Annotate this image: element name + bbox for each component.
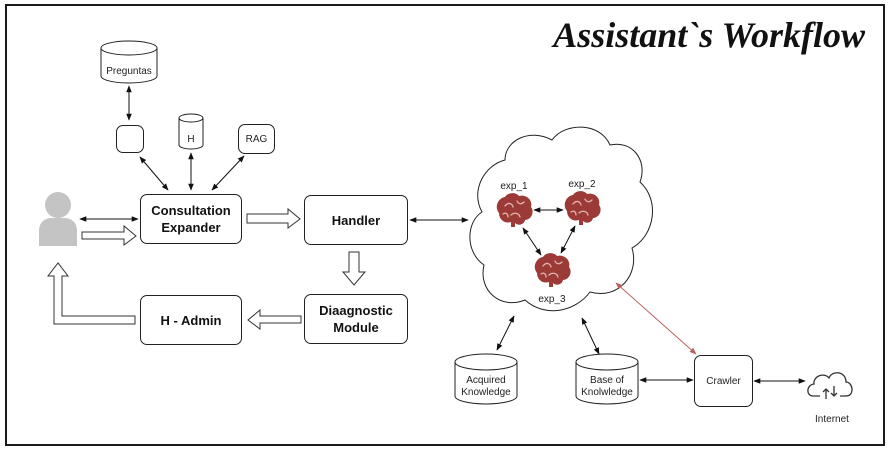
expert-2-label: exp_2 — [568, 179, 596, 190]
consultation-expander-box: Consultation Expander — [140, 194, 242, 244]
preguntas-label: Preguntas — [106, 66, 152, 77]
diagnostic-module-box: Diaagnostic Module — [304, 294, 408, 344]
user-avatar-icon — [39, 192, 77, 246]
acquired-knowledge-label: Acquired Knowledge — [461, 375, 511, 398]
expert-1-label: exp_1 — [500, 181, 528, 192]
h-admin-box: H - Admin — [140, 295, 242, 345]
crawler-box: Crawler — [694, 355, 753, 407]
internet-cloud-icon — [807, 372, 853, 399]
acquired-knowledge-database-icon — [454, 353, 518, 405]
base-of-knowledge-label: Base of Knolwledge — [581, 375, 633, 398]
diagram-frame — [5, 4, 885, 446]
rag-box: RAG — [238, 124, 275, 154]
empty-input-box — [116, 125, 144, 153]
preguntas-database-icon — [100, 40, 158, 84]
internet-label: Internet — [815, 414, 849, 425]
h-database-icon — [178, 113, 204, 150]
h-database-label: H — [187, 134, 195, 145]
handler-box: Handler — [304, 195, 408, 245]
expert-3-label: exp_3 — [538, 294, 566, 305]
base-of-knowledge-database-icon — [575, 353, 639, 405]
diagram-title: Assistant`s Workflow — [553, 15, 865, 55]
